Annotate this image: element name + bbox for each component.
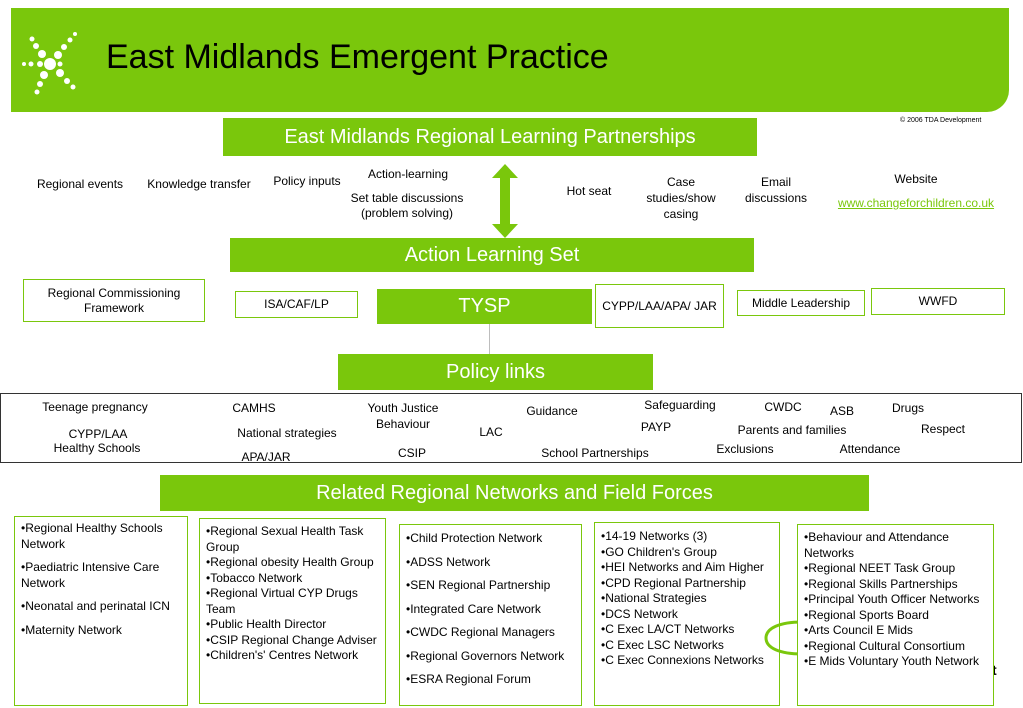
cypp-laa-box: CYPP/LAA/APA/ JAR: [595, 284, 724, 328]
policy-parents-families: Parents and families: [737, 423, 847, 437]
connector-line: [489, 324, 490, 354]
policy-camhs: CAMHS: [232, 401, 276, 415]
policy-apa-jar: APA/JAR: [241, 450, 291, 464]
network-item: •Regional obesity Health Group: [206, 555, 374, 569]
policy-lac: LAC: [479, 425, 503, 439]
network-item: •Principal Youth Officer Networks: [804, 592, 980, 606]
network-item: •C Exec LSC Networks: [601, 637, 724, 652]
network-item: •Regional Sexual Health Task Group: [206, 524, 364, 554]
network-item: •Maternity Network: [21, 622, 122, 637]
network-item: •CSIP Regional Change Adviser: [206, 632, 377, 647]
case-studies-label: Case studies/show casing: [646, 175, 716, 221]
action-learning-label: Action-learning: [367, 167, 449, 181]
network-item: •Behaviour and Attendance Networks: [804, 530, 949, 560]
network-box-youth-culture: •Behaviour and Attendance Networks •Regi…: [797, 524, 994, 706]
policy-teenage-pregnancy: Teenage pregnancy: [42, 400, 148, 414]
policy-school-partnerships: School Partnerships: [541, 446, 649, 460]
network-item: •Regional Virtual CYP Drugs Team: [206, 586, 358, 616]
network-item: •Children's' Centres Network: [206, 648, 359, 662]
network-item: •National Strategies: [601, 591, 707, 605]
policy-exclusions: Exclusions: [716, 442, 774, 456]
tysp-box: TYSP: [377, 289, 592, 324]
network-item: •Integrated Care Network: [406, 601, 541, 616]
double-arrow-icon: [492, 164, 518, 238]
header-banner: [11, 8, 1009, 112]
network-item: •ADSS Network: [406, 554, 491, 569]
network-box-health: •Regional Healthy Schools Network •Paedi…: [14, 516, 188, 706]
network-item: •CPD Regional Partnership: [601, 575, 746, 590]
network-item: •E Mids Voluntary Youth Network: [804, 654, 979, 668]
network-item: •HEI Networks and Aim Higher: [601, 560, 764, 574]
policy-payp: PAYP: [640, 420, 672, 434]
network-item: •C Exec Connexions Networks: [601, 653, 764, 667]
policy-respect: Respect: [920, 422, 966, 436]
policy-behaviour: Behaviour: [375, 417, 431, 431]
policy-national-strategies: National strategies: [237, 426, 337, 440]
regional-events-label: Regional events: [36, 177, 124, 191]
network-item: •Child Protection Network: [406, 531, 543, 545]
network-item: •Paediatric Intensive Care Network: [21, 560, 160, 590]
partnerships-bar: East Midlands Regional Learning Partners…: [223, 118, 757, 156]
network-item: •SEN Regional Partnership: [406, 578, 551, 592]
policy-links-box: [0, 393, 1022, 463]
policy-guidance: Guidance: [526, 404, 578, 418]
network-item: •GO Children's Group: [601, 544, 717, 559]
regional-commissioning-box: Regional Commissioning Framework: [23, 279, 205, 322]
set-table-label: Set table discussions (problem solving): [350, 191, 464, 220]
website-label: Website: [894, 172, 938, 186]
network-item: •ESRA Regional Forum: [406, 672, 531, 686]
policy-cwdc: CWDC: [764, 400, 802, 414]
network-item: •Tobacco Network: [206, 570, 303, 585]
networks-bar: Related Regional Networks and Field Forc…: [160, 475, 869, 511]
network-box-education: •14-19 Networks (3) •GO Children's Group…: [594, 522, 780, 706]
network-item: •Regional NEET Task Group: [804, 561, 956, 575]
network-item: •Arts Council E Mids: [804, 623, 913, 637]
wwfd-box: WWFD: [871, 288, 1005, 315]
policy-inputs-label: Policy inputs: [273, 174, 341, 188]
network-item: •Regional Governors Network: [406, 648, 565, 663]
network-item: •Neonatal and perinatal ICN: [21, 599, 170, 613]
policy-links-bar: Policy links: [338, 354, 653, 390]
policy-healthy-schools: Healthy Schools: [53, 441, 141, 455]
action-learning-set-bar: Action Learning Set: [230, 238, 754, 272]
policy-youth-justice: Youth Justice: [367, 401, 439, 415]
website-link[interactable]: www.changeforchildren.co.uk: [837, 196, 995, 210]
network-item: •Regional Sports Board: [804, 607, 929, 622]
page-title: East Midlands Emergent Practice: [106, 38, 609, 76]
email-discussions-label: Email discussions: [744, 175, 808, 205]
network-item: •Regional Cultural Consortium: [804, 638, 965, 653]
network-box-public-health: •Regional Sexual Health Task Group •Regi…: [199, 518, 386, 704]
network-item: •DCS Network: [601, 606, 678, 621]
middle-leadership-box: Middle Leadership: [737, 290, 865, 316]
isa-caf-lp-box: ISA/CAF/LP: [235, 291, 358, 318]
network-item: •14-19 Networks (3): [601, 529, 708, 543]
hot-seat-label: Hot seat: [566, 184, 612, 198]
network-box-social-care: •Child Protection Network •ADSS Network …: [399, 524, 582, 706]
knowledge-transfer-label: Knowledge transfer: [147, 177, 251, 191]
sparkle-logo-icon: [22, 32, 77, 95]
policy-safeguarding: Safeguarding: [644, 398, 716, 412]
network-item: •CWDC Regional Managers: [406, 625, 555, 639]
policy-csip: CSIP: [397, 446, 426, 460]
network-item: •C Exec LA/CT Networks: [601, 622, 735, 636]
network-item: •Public Health Director: [206, 617, 327, 631]
copyright-text: © 2006 TDA Development: [900, 117, 982, 124]
policy-drugs: Drugs: [891, 401, 924, 415]
stray-character: t: [992, 662, 997, 678]
arc-decoration-icon: [764, 620, 803, 656]
network-item: •Regional Healthy Schools Network: [21, 521, 163, 551]
network-item: •Regional Skills Partnerships: [804, 576, 958, 591]
policy-asb: ASB: [829, 404, 854, 418]
policy-attendance: Attendance: [839, 442, 901, 456]
policy-cypp-laa: CYPP/LAA: [68, 427, 128, 441]
